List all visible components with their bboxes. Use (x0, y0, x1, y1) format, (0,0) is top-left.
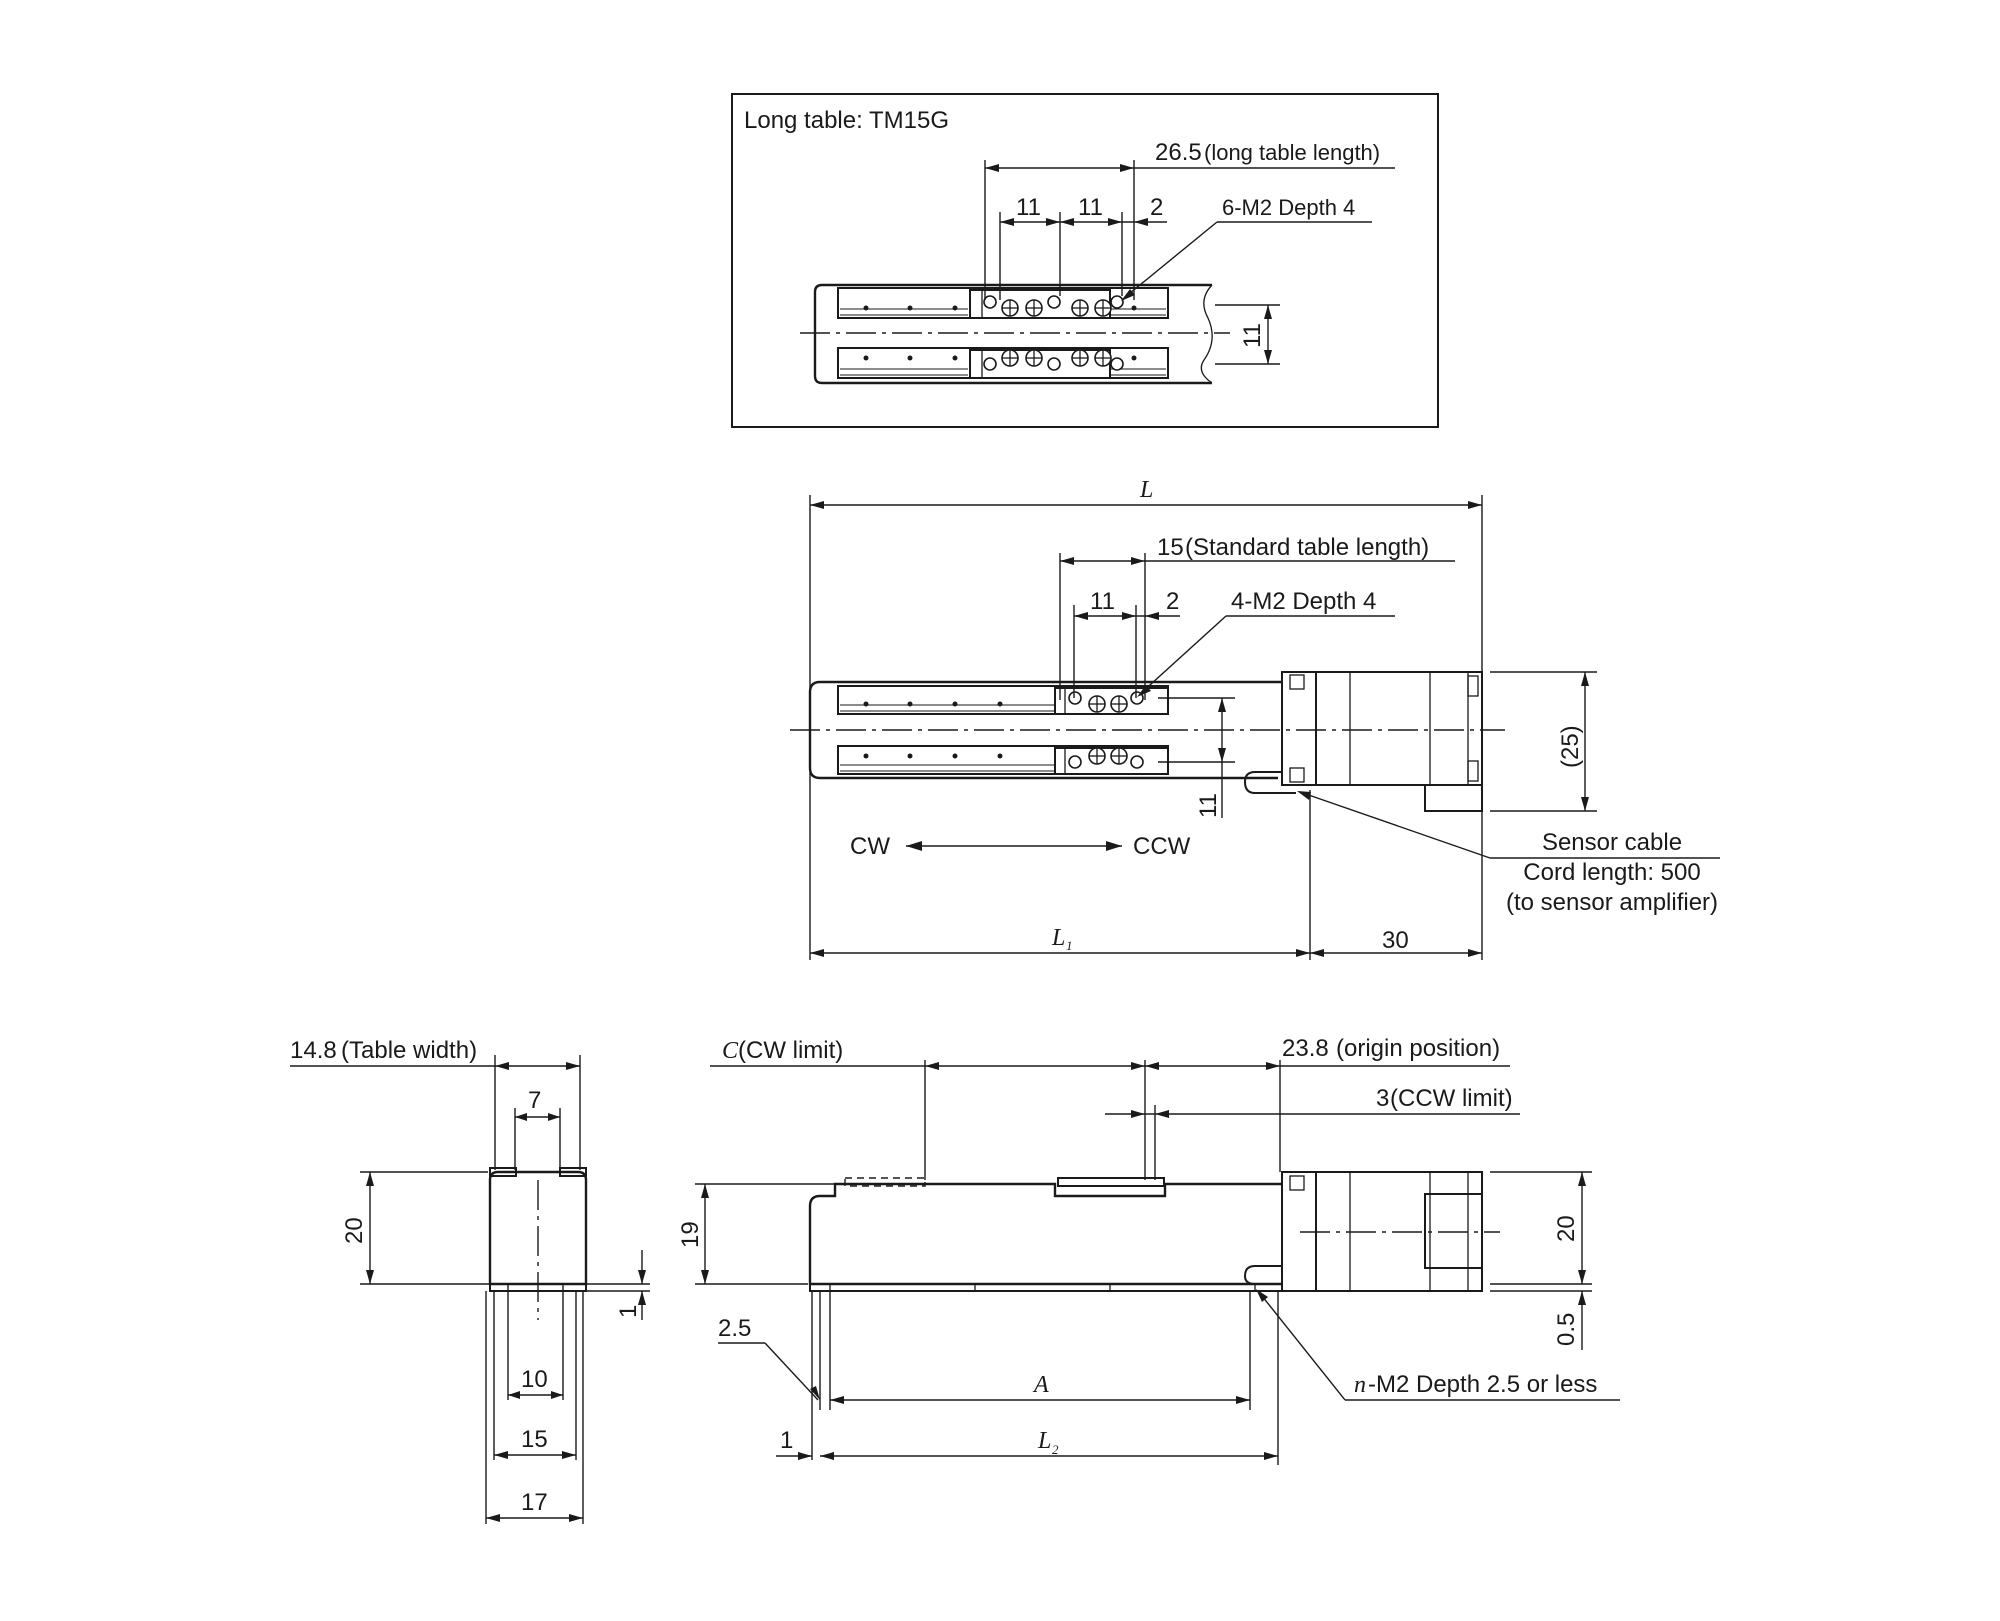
side-table-cw-ghost (844, 1177, 926, 1187)
side-cw-limit-symbol: C (722, 1038, 739, 1064)
end-table-width-value: 14.8 (290, 1037, 337, 1064)
side-origin-note: (origin position) (1336, 1035, 1500, 1062)
side-body-height: 19 (677, 1221, 704, 1248)
top-tapped-holes (1068, 691, 1144, 769)
top-edge-offset: 2 (1166, 588, 1179, 615)
inset-title: Long table: TM15G (744, 107, 949, 134)
inset-frame (731, 93, 1439, 428)
top-motor-length: 30 (1382, 927, 1409, 954)
inset-edge-offset: 2 (1150, 194, 1163, 221)
end-base-width: 17 (521, 1489, 548, 1516)
top-row-spacing: 11 (1195, 793, 1222, 818)
side-dim-base-length (776, 1291, 1279, 1465)
sensor-cable-line-3: (to sensor amplifier) (1506, 889, 1718, 916)
top-body-length: L (1051, 925, 1065, 951)
inset-lower-rail (837, 347, 1169, 379)
side-body (808, 1182, 1282, 1286)
side-dim-motor-height (1490, 1171, 1592, 1350)
long-table-inset: Long table: TM15G (731, 93, 1439, 428)
top-dim-pitch (1073, 605, 1180, 698)
side-tap-spec: -M2 Depth 2.5 or less (1368, 1371, 1597, 1398)
top-motor-height: (25) (1557, 725, 1584, 768)
sensor-cable-line-1: Sensor cable (1542, 829, 1682, 856)
inset-pitch-1: 11 (1016, 194, 1041, 221)
end-height: 20 (341, 1217, 368, 1244)
end-mount-width: 15 (521, 1426, 548, 1453)
top-dim-row-spacing (1158, 697, 1235, 818)
side-ccw-limit-value: 3 (1376, 1085, 1389, 1112)
inset-rail-dots (863, 305, 1137, 361)
top-view: L 15 (Standard table length) 11 2 (790, 477, 1720, 960)
top-dim-body-length (810, 790, 1482, 960)
end-foot: 1 (615, 1305, 642, 1318)
ccw-label: CCW (1133, 833, 1191, 860)
end-slot-width: 7 (528, 1087, 541, 1114)
top-motor (1243, 671, 1483, 812)
top-body-length-sub: 1 (1066, 938, 1073, 953)
side-origin-value: 23.8 (1282, 1035, 1329, 1062)
inset-tap-spec: 6-M2 Depth 4 (1222, 195, 1355, 220)
side-start-offset: 1 (780, 1427, 793, 1454)
top-dim-motor-height (1490, 671, 1597, 812)
side-dim-limits (710, 1060, 1520, 1180)
side-ccw-limit-note: (CCW limit) (1390, 1085, 1513, 1112)
inset-stage-body (813, 283, 1212, 385)
side-base-length-sub: 2 (1052, 1442, 1059, 1457)
side-table (1057, 1177, 1165, 1187)
inset-tap-leader (1121, 221, 1372, 301)
end-dim-height (360, 1171, 650, 1285)
side-tap-leader (1256, 1289, 1620, 1401)
inset-break-line (1200, 284, 1213, 384)
side-hole-span: A (1032, 1372, 1049, 1398)
top-lower-rail (837, 745, 1169, 775)
top-dim-table-length (1059, 553, 1455, 700)
side-base-length: L (1037, 1428, 1051, 1454)
cw-label: CW (850, 833, 890, 860)
inset-tapped-holes-upper (983, 295, 1124, 317)
side-dim-body-height (695, 1183, 835, 1285)
top-table-length-note: (Standard table length) (1185, 534, 1429, 561)
side-view: C (CW limit) 23.8 (origin position) 3 (C… (677, 1035, 1620, 1465)
end-dim-foot (586, 1250, 650, 1320)
top-overall-length: L (1139, 477, 1153, 503)
sensor-cable-leader (1297, 791, 1720, 859)
top-tap-leader (1137, 615, 1395, 697)
end-table-width-note: (Table width) (341, 1037, 477, 1064)
side-end-offset: 2.5 (718, 1315, 751, 1342)
side-foot-height: 0.5 (1553, 1313, 1580, 1346)
inset-table-length-note: (long table length) (1204, 140, 1380, 165)
top-tap-spec: 4-M2 Depth 4 (1231, 588, 1376, 615)
end-hole-pitch: 10 (521, 1366, 548, 1393)
side-cw-limit-note: (CW limit) (738, 1037, 843, 1064)
inset-pitch-2: 11 (1078, 194, 1103, 221)
side-dim-hole-span (718, 1291, 1251, 1460)
top-upper-rail (837, 685, 1169, 715)
inset-dim-pitches (999, 212, 1167, 300)
top-pitch: 11 (1090, 588, 1115, 615)
top-rail-dots (863, 701, 1003, 759)
top-dim-overall (809, 495, 1483, 960)
direction-arrow (906, 841, 1122, 851)
side-tap-symbol: n (1354, 1372, 1366, 1398)
inset-dim-row-spacing (1215, 304, 1280, 365)
top-table-length-value: 15 (1157, 534, 1184, 561)
end-dim-widths (485, 1284, 584, 1524)
end-dim-table-width (290, 1055, 581, 1170)
end-dim-slot (514, 1108, 561, 1170)
end-view: 14.8 (Table width) 7 20 1 (290, 1037, 650, 1524)
sensor-cable-line-2: Cord length: 500 (1523, 859, 1700, 886)
inset-row-spacing: 11 (1239, 323, 1266, 348)
inset-dim-table-length (984, 160, 1395, 300)
inset-tapped-holes-lower (983, 349, 1124, 371)
inset-table-length-value: 26.5 (1155, 139, 1202, 166)
side-motor-height: 20 (1553, 1215, 1580, 1242)
